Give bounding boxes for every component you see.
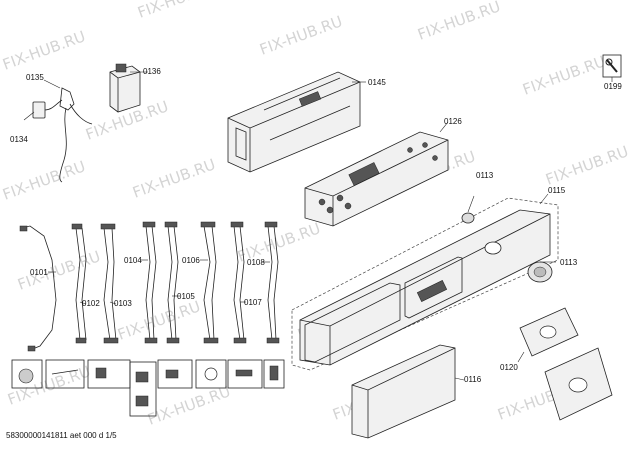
label-0113-right: 0113 xyxy=(560,258,578,267)
small-components-row xyxy=(11,359,285,417)
document-code: 58300000141811 aet 000 d 1/5 xyxy=(6,431,117,440)
label-0116: 0116 xyxy=(464,375,482,384)
label-0135: 0135 xyxy=(26,73,44,82)
part-0115-control-panel xyxy=(291,197,559,371)
part-0120-cover-plates xyxy=(519,307,613,421)
leader-lines xyxy=(23,71,613,381)
part-0126-electronic-board xyxy=(304,131,449,227)
label-0101: 0101 xyxy=(30,268,48,277)
watermark: FIX-HUB.RU xyxy=(135,0,223,22)
part-0105-harness xyxy=(164,221,180,344)
part-0113-knob-small xyxy=(461,212,475,224)
watermark: FIX-HUB.RU xyxy=(543,142,631,189)
watermark: FIX-HUB.RU xyxy=(145,382,233,429)
part-0108-harness xyxy=(264,221,280,344)
label-0104: 0104 xyxy=(124,256,142,265)
part-0102-harness xyxy=(71,223,87,344)
label-0105: 0105 xyxy=(177,292,195,301)
label-0103: 0103 xyxy=(114,299,132,308)
watermark: FIX-HUB.RU xyxy=(130,155,218,202)
watermark: FIX-HUB.RU xyxy=(15,247,103,294)
label-0106: 0106 xyxy=(182,256,200,265)
watermark: FIX-HUB.RU xyxy=(0,157,88,204)
watermark: FIX-HUB.RU xyxy=(257,12,345,59)
label-0102: 0102 xyxy=(82,299,100,308)
label-0107: 0107 xyxy=(244,298,262,307)
watermark: FIX-HUB.RU xyxy=(520,52,608,99)
part-0135-power-cable xyxy=(32,87,93,183)
part-0101-harness xyxy=(19,225,57,352)
watermark: FIX-HUB.RU xyxy=(0,27,88,74)
part-0107-harness xyxy=(230,221,247,344)
part-0116-drawer-front xyxy=(351,344,456,439)
part-0199-wrench-symbol xyxy=(602,54,622,78)
label-0126: 0126 xyxy=(444,117,462,126)
part-0103-harness xyxy=(100,223,119,344)
part-0145-control-module xyxy=(227,71,361,173)
label-0115: 0115 xyxy=(548,186,566,195)
label-0113-top: 0113 xyxy=(476,171,494,180)
part-labels: 0135 0136 0134 0145 0199 0126 0113 0115 … xyxy=(10,67,622,384)
label-0120: 0120 xyxy=(500,363,518,372)
label-0145: 0145 xyxy=(368,78,386,87)
part-0106-harness xyxy=(200,221,219,344)
label-0199: 0199 xyxy=(604,82,622,91)
label-0108: 0108 xyxy=(247,258,265,267)
watermark: FIX-HUB.RU xyxy=(5,362,93,409)
label-0134: 0134 xyxy=(10,135,28,144)
watermark: FIX-HUB.RU xyxy=(415,0,503,44)
part-0113-selector-knob xyxy=(527,261,553,283)
label-0136: 0136 xyxy=(143,67,161,76)
part-0136-filter xyxy=(109,63,141,113)
part-0104-harness xyxy=(142,221,158,344)
